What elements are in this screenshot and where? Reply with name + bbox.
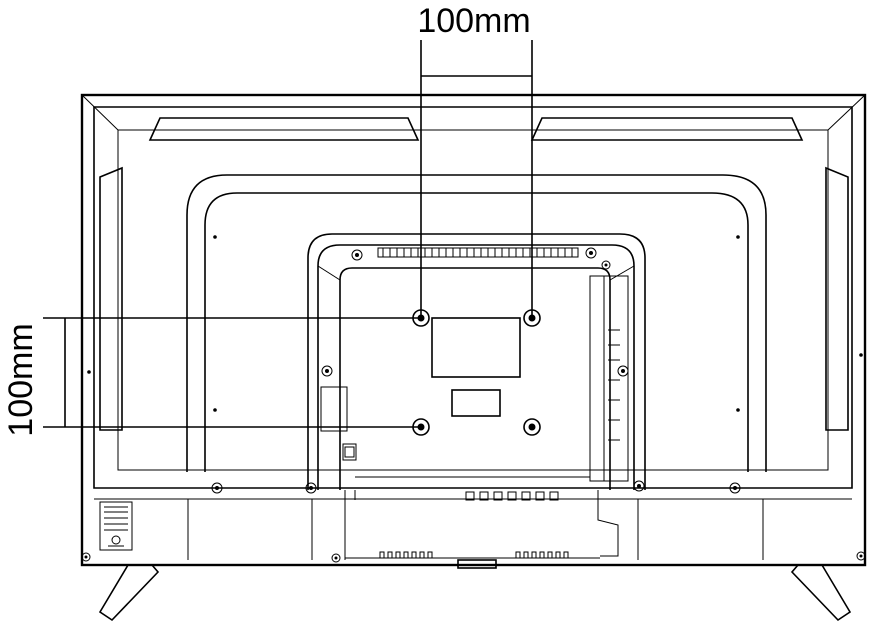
small-hole — [87, 370, 91, 374]
inner-panel-outlines — [87, 174, 863, 472]
vertical-spacing-label: 100mm — [2, 323, 40, 436]
rating-label-area — [431, 317, 521, 378]
bottom-notch — [457, 559, 497, 569]
small-hole — [213, 235, 217, 239]
small-hole — [859, 353, 863, 357]
bottom-base-bar — [81, 488, 866, 569]
side-port-panel — [320, 386, 348, 432]
vertical-dimension: 100mm — [2, 317, 421, 437]
side-io-strip — [589, 275, 605, 482]
serial-label-area — [451, 389, 501, 417]
cover-vent-grille — [377, 247, 579, 258]
small-hole — [736, 408, 740, 412]
bottom-vent-slots — [379, 551, 569, 559]
horizontal-spacing-label: 100mm — [417, 2, 530, 40]
cover-screws — [81, 247, 866, 563]
small-hole — [213, 408, 217, 412]
horizontal-dimension: 100mm — [417, 2, 533, 318]
stand-right — [790, 564, 852, 622]
side-vent-slots — [99, 166, 849, 431]
bottom-connector-tabs — [465, 491, 559, 501]
central-back-cover — [307, 233, 646, 490]
small-hole — [736, 235, 740, 239]
vesa-hole-bottom-right — [523, 418, 541, 436]
control-keypad — [99, 501, 133, 551]
top-vent-slots — [148, 117, 804, 141]
stand-left — [98, 564, 160, 622]
